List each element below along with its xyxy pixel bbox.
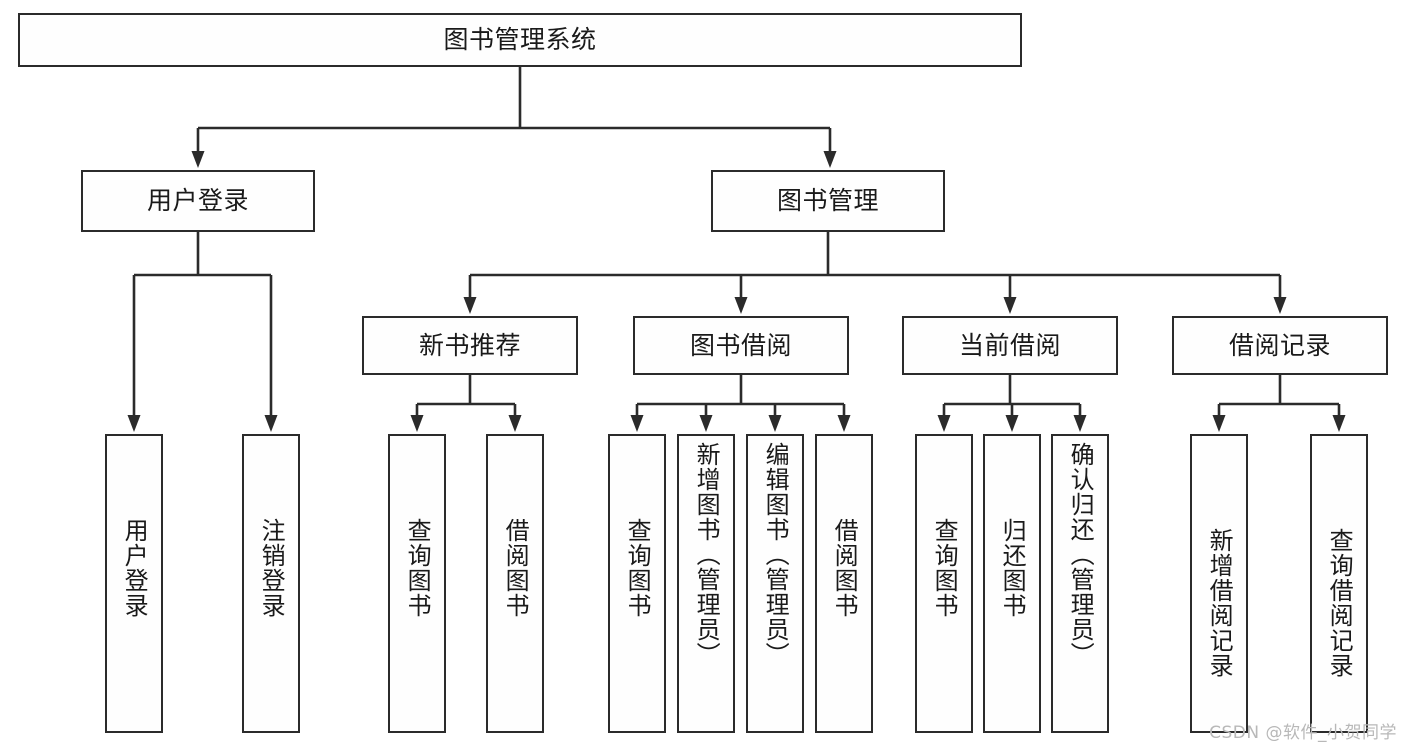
- node-leaf-3[interactable]: 借阅图书: [486, 434, 544, 733]
- node-label: 查询图书: [623, 518, 652, 618]
- arrowhead-0: [191, 151, 205, 168]
- arrowhead-9: [508, 415, 522, 432]
- node-level2-1[interactable]: 图书管理: [711, 170, 945, 232]
- node-level2-0[interactable]: 用户登录: [81, 170, 315, 232]
- arrowhead-12: [768, 415, 782, 432]
- node-label: 归还图书: [998, 518, 1027, 618]
- node-label: 查询图书: [403, 518, 432, 618]
- node-level3-3[interactable]: 借阅记录: [1172, 316, 1388, 375]
- arrowhead-17: [1212, 415, 1226, 432]
- arrowhead-5: [734, 297, 748, 314]
- arrowhead-15: [1005, 415, 1019, 432]
- node-label: 编辑图书（管理员）: [761, 442, 790, 667]
- node-leaf-12[interactable]: 查询借阅记录: [1310, 434, 1368, 733]
- arrowhead-16: [1073, 415, 1087, 432]
- node-label: 确认归还（管理员）: [1066, 442, 1095, 667]
- arrowhead-10: [630, 415, 644, 432]
- connector-9: [635, 375, 846, 424]
- arrowhead-2: [127, 415, 141, 432]
- arrowhead-6: [1003, 297, 1017, 314]
- node-leaf-7[interactable]: 借阅图书: [815, 434, 873, 733]
- connector-4: [468, 232, 1280, 306]
- node-label: 用户登录: [120, 518, 149, 618]
- node-leaf-1[interactable]: 注销登录: [242, 434, 300, 733]
- node-leaf-11[interactable]: 新增借阅记录: [1190, 434, 1248, 733]
- node-label: 借阅记录: [1228, 330, 1331, 360]
- connector-8: [415, 375, 517, 424]
- node-label: 新书推荐: [418, 330, 521, 360]
- connector-2: [132, 232, 271, 424]
- arrowhead-13: [837, 415, 851, 432]
- connector-10: [942, 375, 1082, 424]
- node-leaf-4[interactable]: 查询图书: [608, 434, 666, 733]
- node-label: 注销登录: [257, 518, 286, 618]
- arrowhead-1: [823, 151, 837, 168]
- node-level3-2[interactable]: 当前借阅: [902, 316, 1118, 375]
- node-label: 查询借阅记录: [1325, 528, 1354, 678]
- node-label: 用户登录: [146, 186, 249, 216]
- connector-0: [196, 67, 830, 160]
- node-leaf-0[interactable]: 用户登录: [105, 434, 163, 733]
- arrowhead-14: [937, 415, 951, 432]
- arrowhead-4: [463, 297, 477, 314]
- csdn-watermark: CSDN @软件_小贺同学: [1209, 723, 1397, 743]
- node-label: 借阅图书: [830, 518, 859, 618]
- node-leaf-5[interactable]: 新增图书（管理员）: [677, 434, 735, 733]
- connector-11: [1217, 375, 1341, 424]
- node-leaf-9[interactable]: 归还图书: [983, 434, 1041, 733]
- node-level3-0[interactable]: 新书推荐: [362, 316, 578, 375]
- node-label: 查询图书: [930, 518, 959, 618]
- node-label: 新增借阅记录: [1205, 528, 1234, 678]
- node-leaf-2[interactable]: 查询图书: [388, 434, 446, 733]
- node-label: 借阅图书: [501, 518, 530, 618]
- arrowhead-7: [1273, 297, 1287, 314]
- node-label: 当前借阅: [958, 330, 1061, 360]
- node-leaf-10[interactable]: 确认归还（管理员）: [1051, 434, 1109, 733]
- node-label: 新增图书（管理员）: [692, 442, 721, 667]
- node-level3-1[interactable]: 图书借阅: [633, 316, 849, 375]
- node-leaf-6[interactable]: 编辑图书（管理员）: [746, 434, 804, 733]
- node-label: 图书管理: [776, 186, 879, 216]
- arrowhead-11: [699, 415, 713, 432]
- node-label: 图书借阅: [689, 330, 792, 360]
- arrowhead-8: [410, 415, 424, 432]
- node-root-0[interactable]: 图书管理系统: [18, 13, 1022, 67]
- arrowhead-18: [1332, 415, 1346, 432]
- node-leaf-8[interactable]: 查询图书: [915, 434, 973, 733]
- arrowhead-3: [264, 415, 278, 432]
- node-label: 图书管理系统: [443, 25, 597, 55]
